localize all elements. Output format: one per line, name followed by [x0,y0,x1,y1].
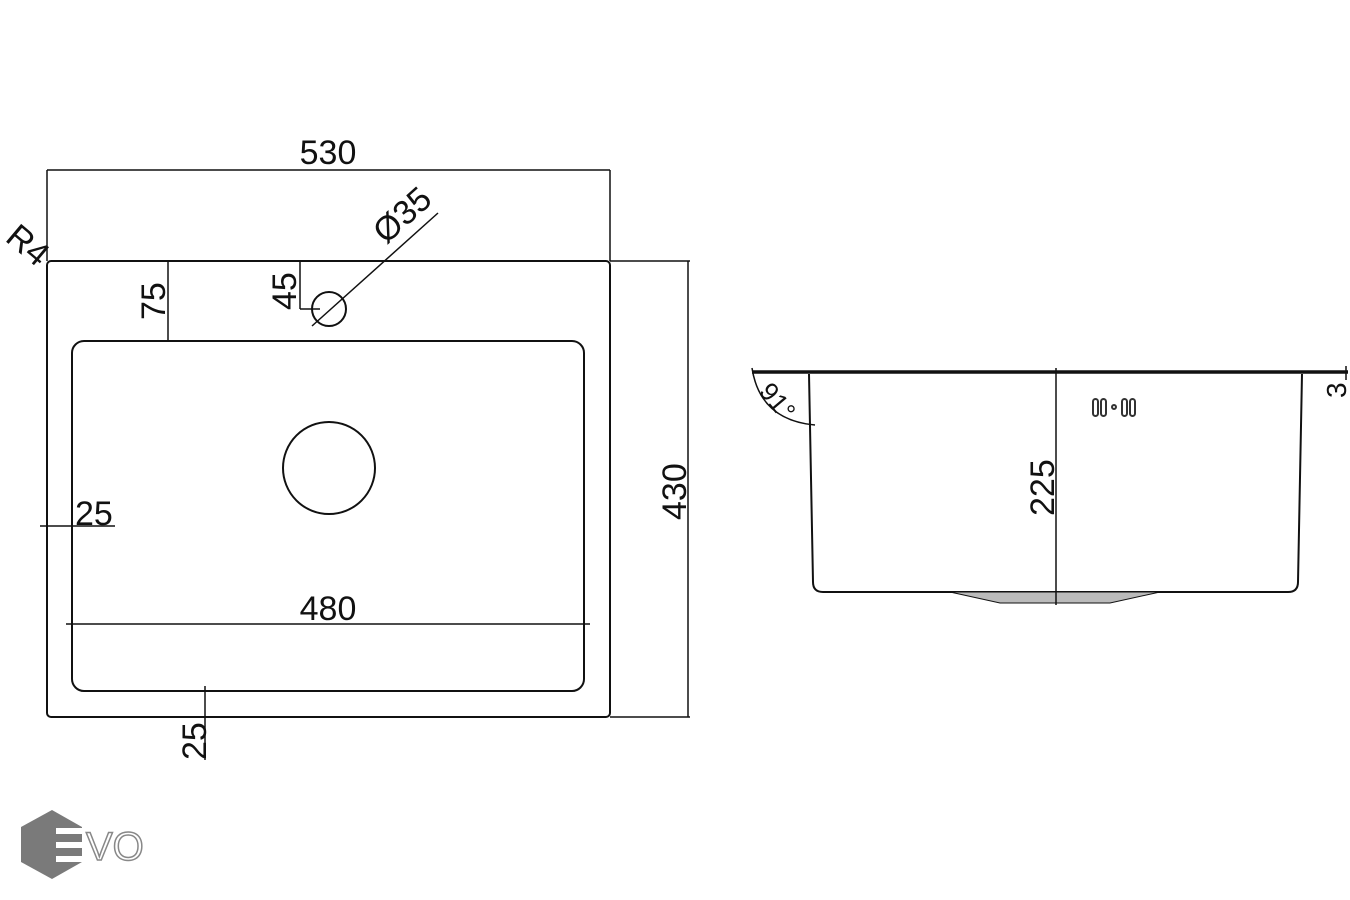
dim-depth: 430 [656,463,694,520]
logo-text: VO [86,825,144,869]
top-view: 530 R4 Ø35 45 75 25 480 25 430 [0,134,694,760]
evo-logo: VO [21,810,145,879]
side-view: 91° 225 3 [751,366,1350,605]
dim-bowl-offset-top: 75 [135,282,173,320]
dim-tap-hole-diameter: Ø35 [366,180,439,251]
dim-rim-thickness: 3 [1321,382,1350,398]
drain-hole [282,421,376,515]
drain-flange [949,591,1161,604]
bowl-outline [71,340,585,692]
dim-width: 530 [300,134,357,172]
dim-bowl-depth: 225 [1024,459,1062,516]
dim-angle: 91° [753,377,801,426]
overflow-slot-icon [1092,398,1136,417]
angle-arc [751,367,816,426]
dim-corner-radius: R4 [0,217,57,274]
dim-bowl-width: 480 [300,590,357,628]
dim-bottom-margin: 25 [176,722,214,760]
dim-tap-hole-offset: 45 [266,272,304,310]
dim-side-margin: 25 [75,495,113,533]
sink-outline [46,260,611,718]
